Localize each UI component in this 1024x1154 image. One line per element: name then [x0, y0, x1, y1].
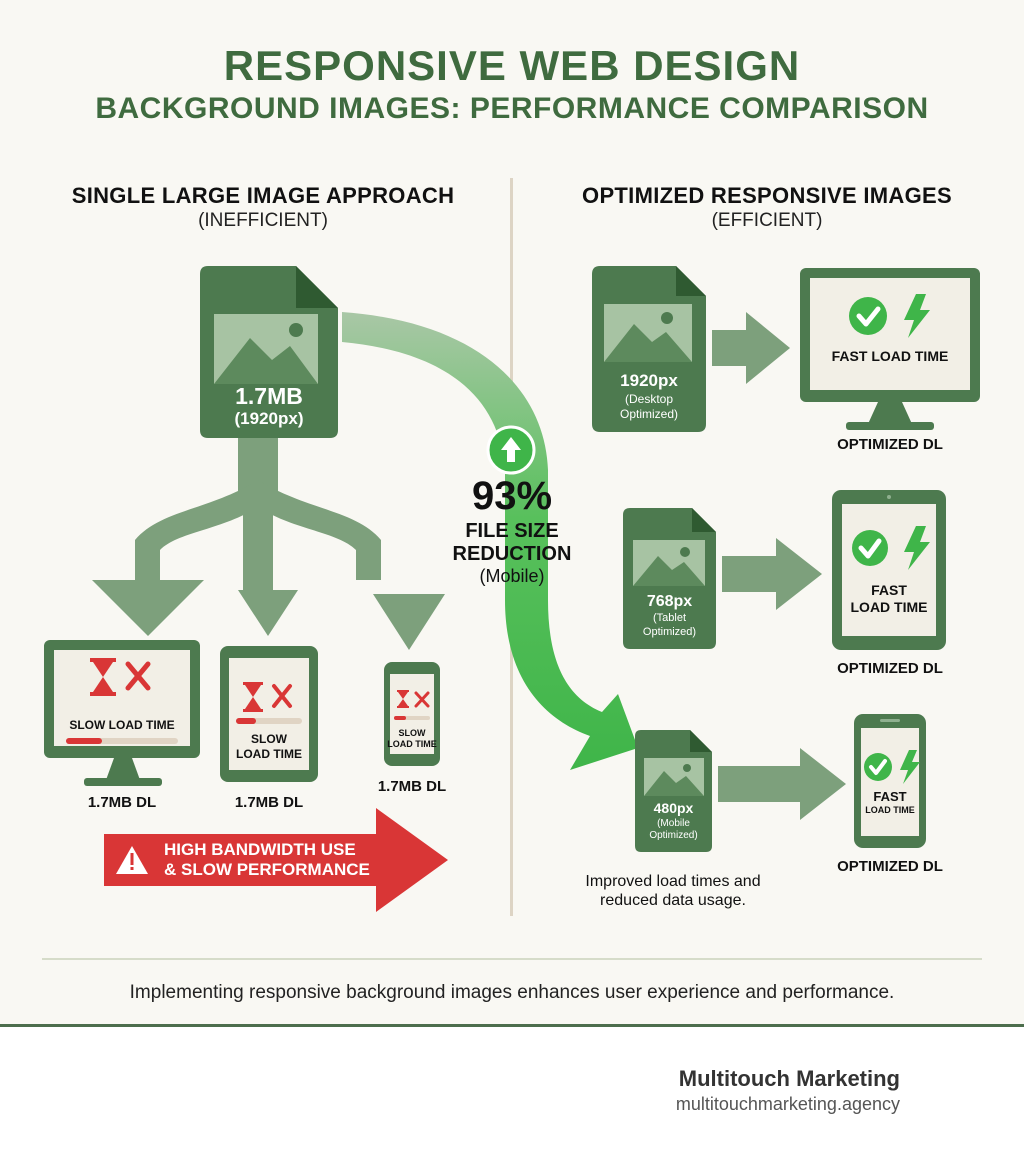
warning-line1: HIGH BANDWIDTH USE	[164, 840, 356, 859]
warning-text: HIGH BANDWIDTH USE & SLOW PERFORMANCE	[164, 840, 378, 881]
footer-rule	[0, 1024, 1024, 1027]
x-icon	[125, 661, 151, 691]
phone-fast-status-line1: FAST	[873, 789, 907, 804]
mobile-image-file-icon	[635, 730, 712, 852]
desktop-file-size: 1920px	[620, 371, 678, 390]
tablet-file-note1: (Tablet	[652, 612, 687, 624]
arrow-right-mobile	[718, 748, 846, 820]
phone-status: SLOW LOAD TIME	[384, 728, 440, 750]
tablet-fast-status: FAST LOAD TIME	[842, 582, 936, 616]
arrow-right-desktop	[712, 312, 790, 384]
mobile-file-note2: Optimized)	[649, 830, 698, 841]
reduction-line3: (Mobile)	[479, 566, 545, 586]
tablet-fast-status-line2: LOAD TIME	[850, 598, 928, 615]
phone-fast-status-line2: LOAD TIME	[865, 804, 915, 815]
monitor-caption: 1.7MB DL	[87, 794, 157, 811]
tablet-file-note2: Optimized)	[642, 625, 697, 638]
hourglass-icon	[90, 658, 116, 696]
mobile-file-size: 480px	[653, 800, 694, 816]
brand-block: Multitouch Marketing multitouchmarketing…	[676, 1066, 900, 1115]
x-icon	[272, 684, 292, 708]
phone-status-line1: SLOW	[398, 728, 426, 738]
brand-url: multitouchmarketing.agency	[675, 1094, 900, 1114]
check-icon	[849, 297, 887, 335]
improvement-note-line2: reduced data usage.	[600, 892, 746, 910]
improvement-note: Improved load times and reduced data usa…	[548, 872, 798, 910]
reduction-line1: FILE SIZE	[465, 520, 559, 542]
check-icon	[852, 530, 888, 566]
right-subheading: (EFFICIENT)	[711, 210, 823, 231]
tablet-status-line1: SLOW	[251, 732, 287, 746]
hourglass-icon	[243, 682, 263, 712]
tablet-slow-device	[220, 646, 318, 782]
tablet-image-file-icon	[623, 508, 716, 649]
tablet-status: SLOW LOAD TIME	[229, 732, 309, 762]
reduction-percent: 93%	[471, 474, 553, 518]
mobile-file-note: (Mobile Optimized)	[635, 818, 712, 842]
desktop-file-note2: Optimized)	[619, 407, 678, 421]
desktop-caption: OPTIMIZED DL	[837, 436, 943, 453]
reduction-stat: 93% FILE SIZE REDUCTION (Mobile)	[432, 476, 592, 588]
phone-fast-caption: OPTIMIZED DL	[837, 858, 943, 875]
brand-name: Multitouch Marketing	[678, 1066, 900, 1091]
monitor-status: SLOW LOAD TIME	[69, 718, 175, 732]
tablet-status-line2: LOAD TIME	[236, 747, 302, 761]
footer-divider	[42, 958, 982, 960]
x-icon	[414, 691, 430, 708]
tablet-fast-device	[832, 490, 946, 650]
phone-fast-status: FAST LOAD TIME	[861, 789, 919, 815]
phone-slow-device	[384, 662, 440, 766]
arrow-right-tablet	[722, 538, 822, 610]
large-image-file-icon	[200, 266, 338, 438]
up-arrow-icon	[486, 425, 536, 475]
check-icon	[864, 753, 892, 781]
improvement-note-line1: Improved load times and	[585, 873, 761, 890]
lightning-icon	[904, 294, 930, 338]
desktop-status: FAST LOAD TIME	[831, 348, 949, 364]
warning-line2: & SLOW PERFORMANCE	[164, 860, 370, 880]
reduction-line2: REDUCTION	[452, 543, 572, 565]
phone-caption: 1.7MB DL	[377, 778, 447, 795]
warning-arrow	[104, 808, 448, 912]
desktop-image-file-icon	[592, 266, 706, 432]
source-file-size: 1.7MB	[235, 383, 303, 409]
page-subtitle: BACKGROUND IMAGES: PERFORMANCE COMPARISO…	[95, 92, 929, 125]
monitor-fast-device	[800, 268, 980, 430]
phone-status-line2: LOAD TIME	[387, 738, 437, 749]
hourglass-icon	[397, 690, 409, 708]
desktop-file-note: (Desktop Optimized)	[592, 392, 706, 422]
desktop-file-note1: (Desktop	[624, 392, 674, 406]
tablet-fast-status-line1: FAST	[871, 582, 907, 598]
page-title: RESPONSIVE WEB DESIGN	[223, 42, 801, 89]
reduction-curved-arrow	[342, 312, 638, 770]
phone-fast-device	[854, 714, 926, 848]
footer-band	[0, 1027, 1024, 1154]
mobile-file-note1: (Mobile	[657, 818, 690, 829]
tablet-caption: 1.7MB DL	[234, 794, 304, 811]
right-heading: OPTIMIZED RESPONSIVE IMAGES	[582, 183, 952, 208]
footer-text: Implementing responsive background image…	[129, 982, 895, 1003]
tablet-file-note: (Tablet Optimized)	[623, 612, 716, 640]
source-file-resolution: (1920px)	[234, 409, 304, 428]
tablet-fast-caption: OPTIMIZED DL	[837, 660, 943, 677]
lightning-icon	[900, 750, 920, 784]
left-heading: SINGLE LARGE IMAGE APPROACH	[71, 183, 455, 208]
monitor-slow-device	[44, 640, 200, 786]
left-subheading: (INEFFICIENT)	[198, 210, 328, 231]
tablet-file-size: 768px	[646, 593, 693, 610]
lightning-icon	[904, 526, 930, 570]
branch-arrows	[92, 438, 445, 650]
